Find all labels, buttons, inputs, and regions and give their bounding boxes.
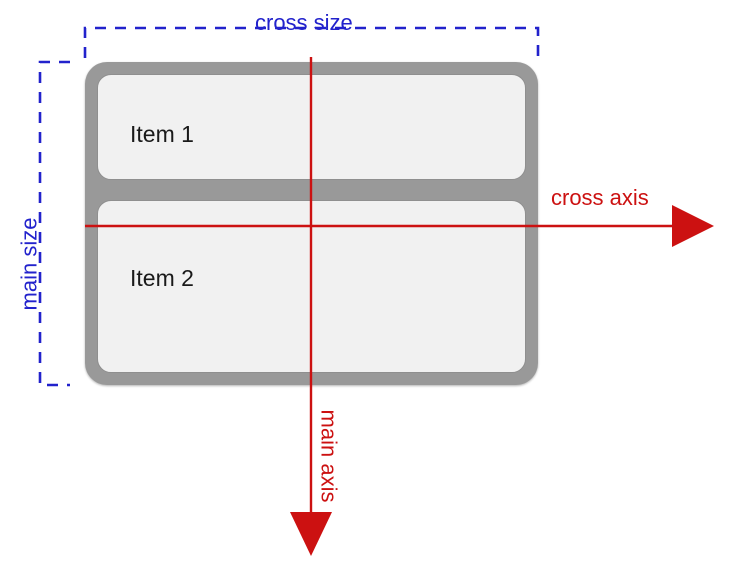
flex-item-1-label: Item 1 — [130, 121, 194, 147]
main-size-bracket — [38, 60, 70, 387]
flex-item-2-label: Item 2 — [130, 265, 194, 291]
flex-item-2: Item 2 — [97, 200, 526, 373]
main-size-label: main size — [16, 217, 42, 311]
main-axis-label: main axis — [316, 409, 342, 503]
cross-axis-label: cross axis — [551, 185, 649, 210]
flex-item-1: Item 1 — [97, 74, 526, 180]
flex-container: Item 1 Item 2 — [85, 62, 538, 385]
cross-size-label: cross size — [255, 10, 353, 35]
